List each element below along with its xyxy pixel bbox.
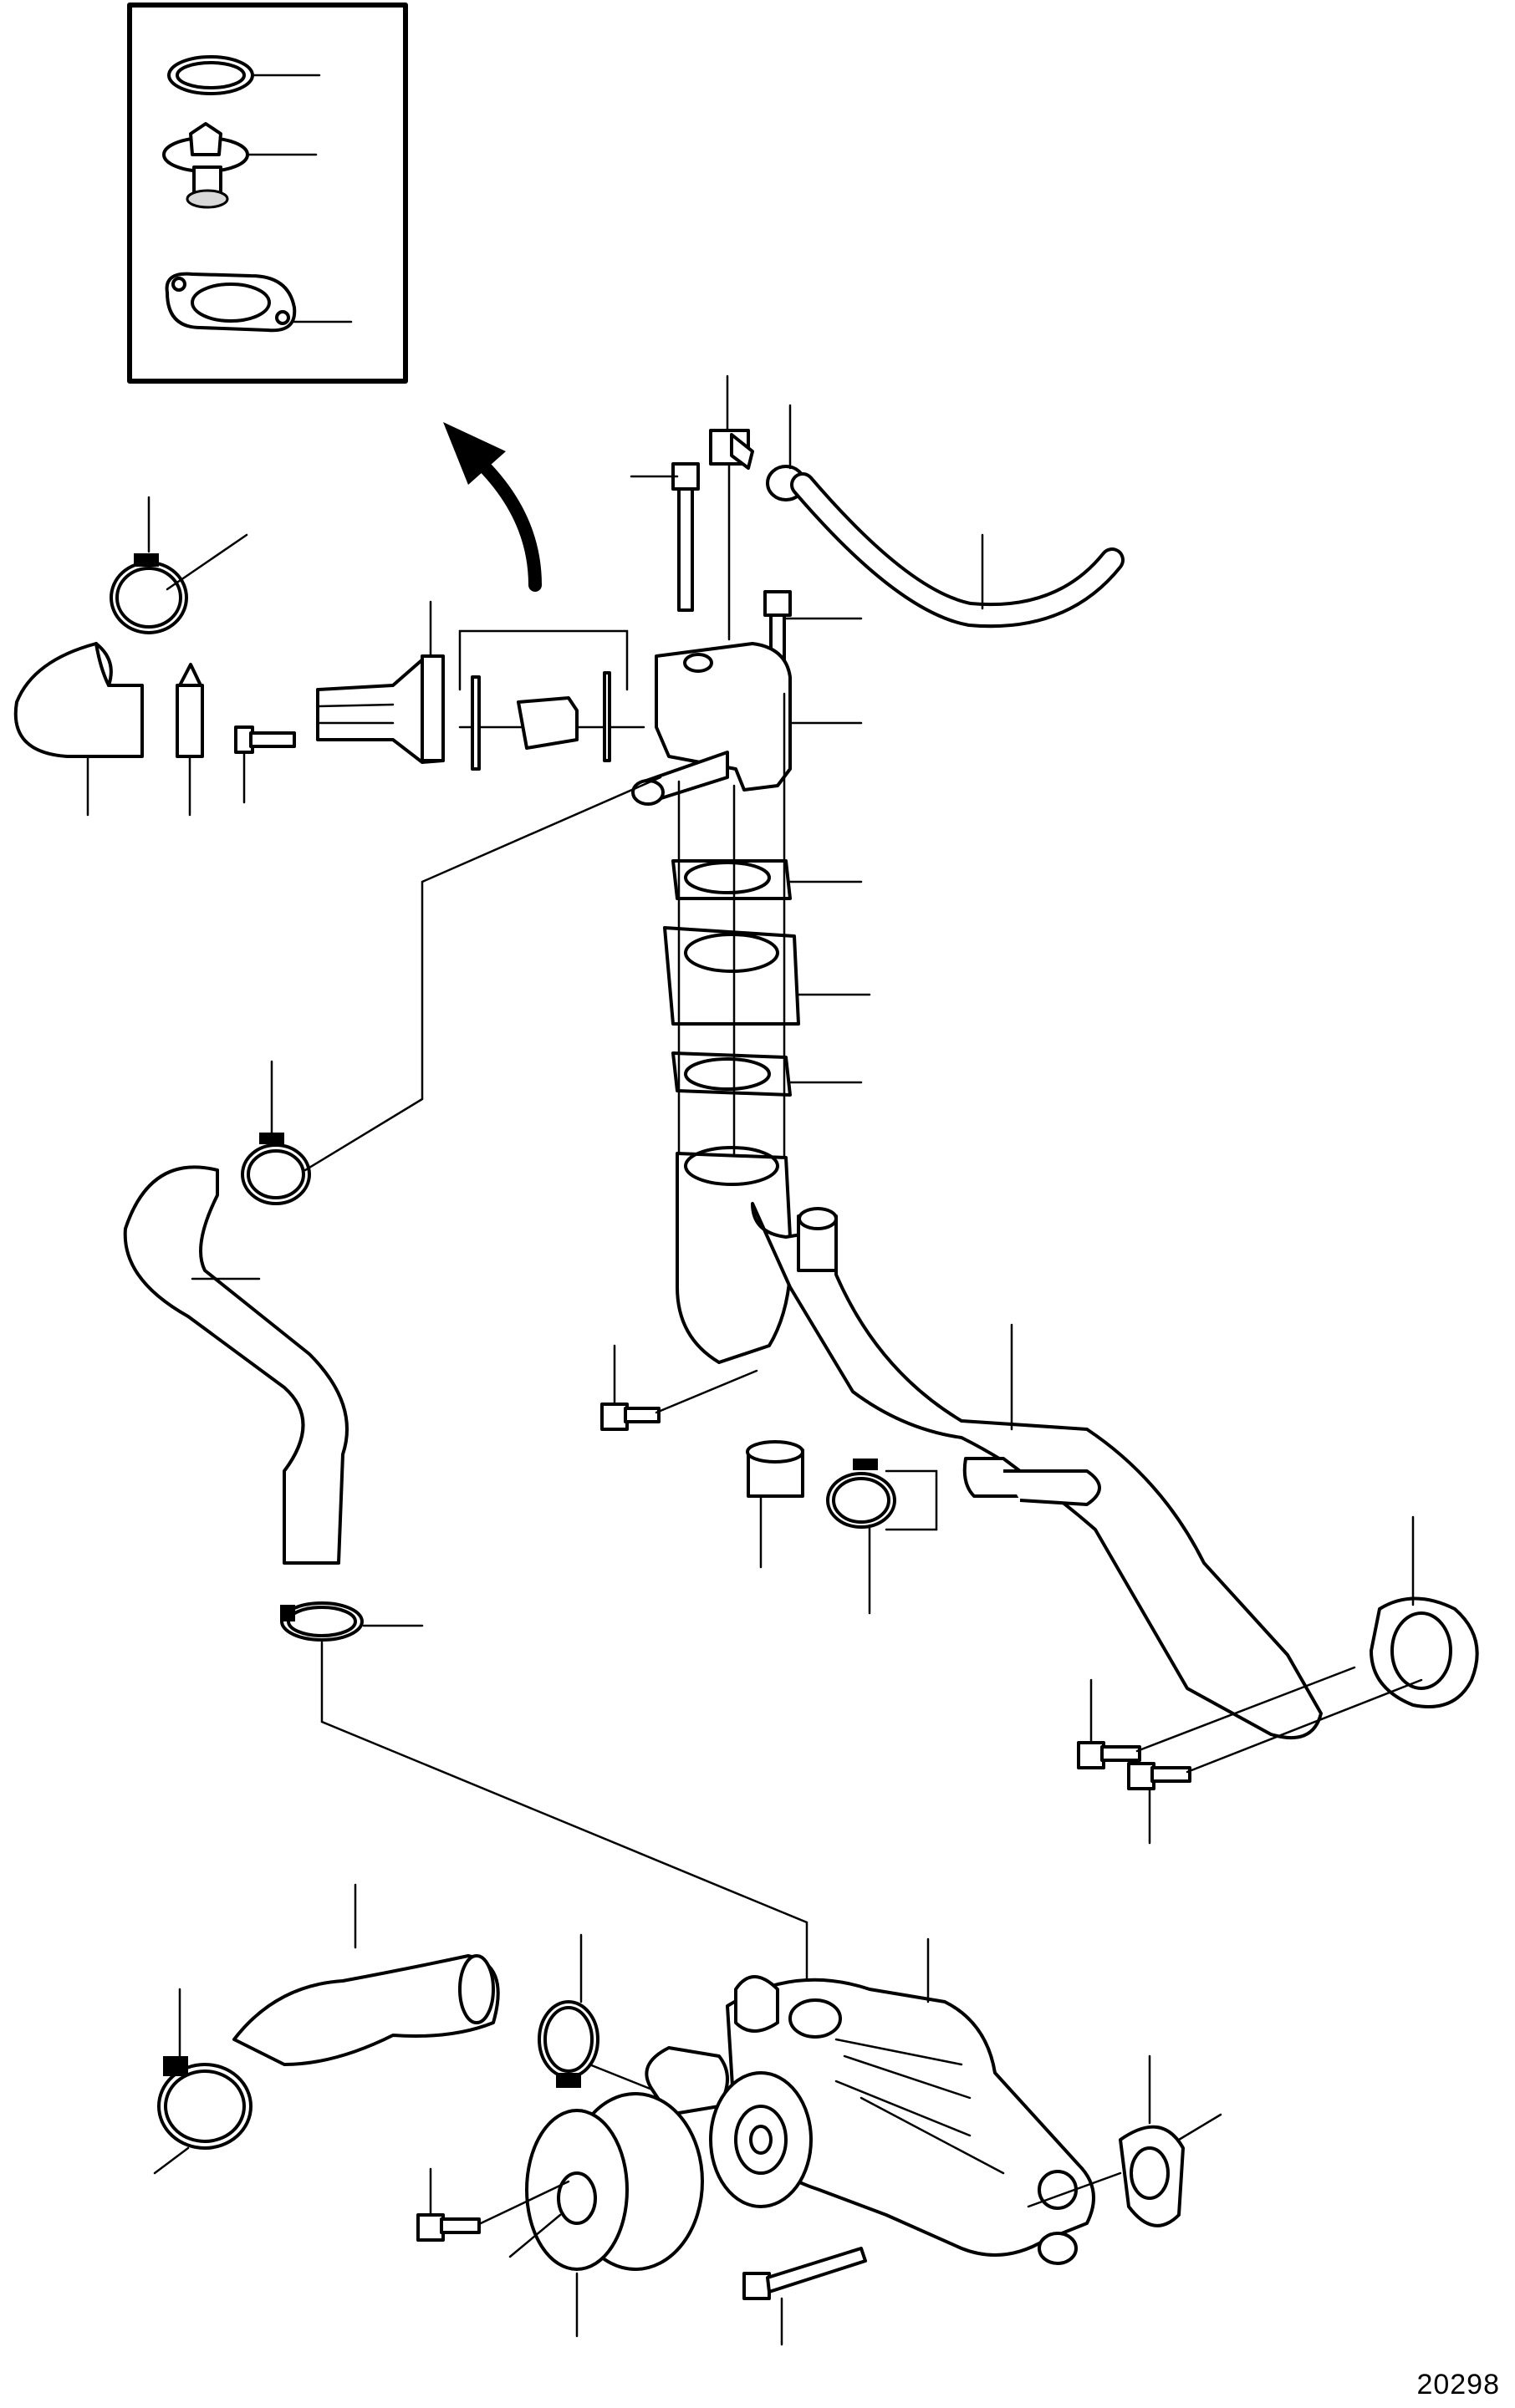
hose-clamp-s-upper [241,776,662,1205]
vent-hose [790,472,1125,629]
pump-long-bolt [742,2247,867,2346]
housing-spacer [663,926,871,1026]
temperature-sensor [176,663,204,817]
o-ring-seal [167,55,321,95]
hose-clamp-mid [826,1459,938,1615]
thermostat-exploded-parts [458,629,645,771]
pulley-bolt [416,2167,570,2242]
housing-bolt-left [630,462,700,612]
thermostat-gasket [165,272,353,333]
detail-arrow [443,422,542,592]
pump-pulley [508,2092,704,2338]
housing-gasket-upper [671,859,863,900]
hose-clamp-pump-right [538,1933,654,2091]
flange-gasket [1370,1515,1479,1708]
elbow-fitting [709,374,754,641]
outlet-bolt [234,725,296,804]
thermostat [162,122,318,209]
water-pump-body [726,1937,1095,2265]
pump-hub [645,2046,813,2208]
pipe-nipple [962,1457,1101,1506]
elbow-hose [13,642,144,817]
flange-bolts [1077,1666,1423,1845]
thermostat-housing [631,642,863,806]
housing-gasket-lower [671,1051,863,1097]
hose-clamp-pump-left [153,1988,252,2175]
pump-inlet-hose [232,1883,500,2066]
pump-gasket [1027,2054,1222,2227]
hose-clamp-upper-left [110,496,248,634]
s-hose [123,1165,349,1565]
figure-reference-number: 20298 [1416,2369,1500,2400]
pipe-bolt-small [600,1344,758,1431]
thermostat-detail-inset [127,3,408,384]
pipe-connector [746,1440,804,1569]
hose-clamp-s-lower [280,1601,809,2024]
thermostat-outlet-housing [316,600,445,764]
stud-lines [677,692,786,1180]
